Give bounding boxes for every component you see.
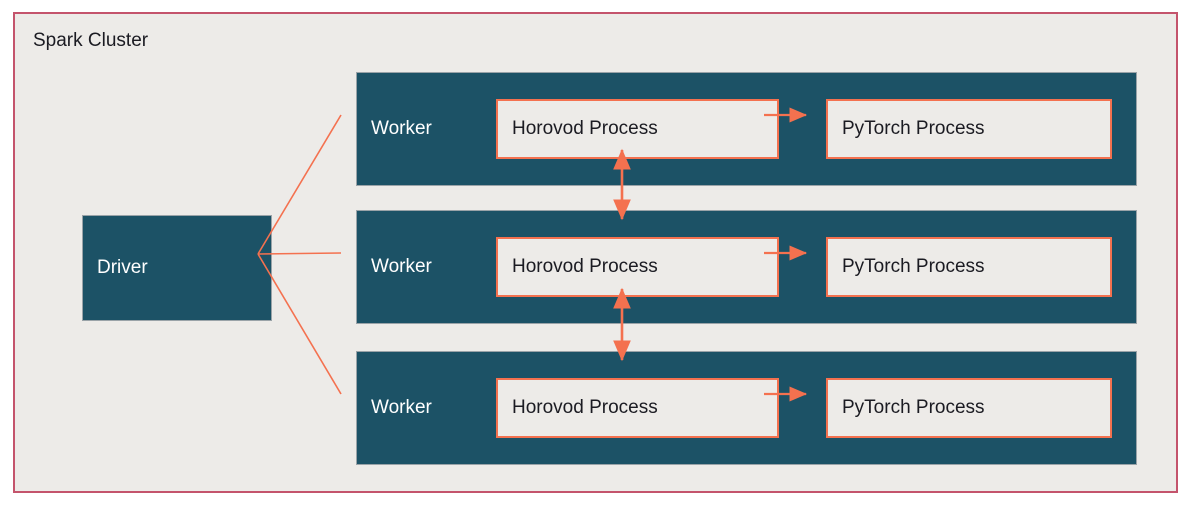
driver-node[interactable]: Driver (82, 215, 272, 321)
horovod-process-label-0: Horovod Process (512, 118, 658, 139)
worker-label-0: Worker (371, 118, 432, 139)
worker-label-2: Worker (371, 397, 432, 418)
horovod-process-1[interactable]: Horovod Process (496, 237, 779, 297)
pytorch-process-label-1: PyTorch Process (842, 256, 985, 277)
worker-node-0[interactable]: Worker Horovod Process PyTorch Process (356, 72, 1137, 186)
horovod-process-label-2: Horovod Process (512, 397, 658, 418)
horovod-process-2[interactable]: Horovod Process (496, 378, 779, 438)
worker-label-1: Worker (371, 256, 432, 277)
worker-node-2[interactable]: Worker Horovod Process PyTorch Process (356, 351, 1137, 465)
pytorch-process-0[interactable]: PyTorch Process (826, 99, 1112, 159)
pytorch-process-2[interactable]: PyTorch Process (826, 378, 1112, 438)
spark-cluster-container: Spark Cluster Driver Worker Horovod Proc… (13, 12, 1178, 493)
pytorch-process-label-2: PyTorch Process (842, 397, 985, 418)
pytorch-process-label-0: PyTorch Process (842, 118, 985, 139)
pytorch-process-1[interactable]: PyTorch Process (826, 237, 1112, 297)
spark-cluster-title: Spark Cluster (33, 30, 149, 51)
worker-node-1[interactable]: Worker Horovod Process PyTorch Process (356, 210, 1137, 324)
driver-label: Driver (97, 257, 148, 278)
horovod-process-label-1: Horovod Process (512, 256, 658, 277)
horovod-process-0[interactable]: Horovod Process (496, 99, 779, 159)
